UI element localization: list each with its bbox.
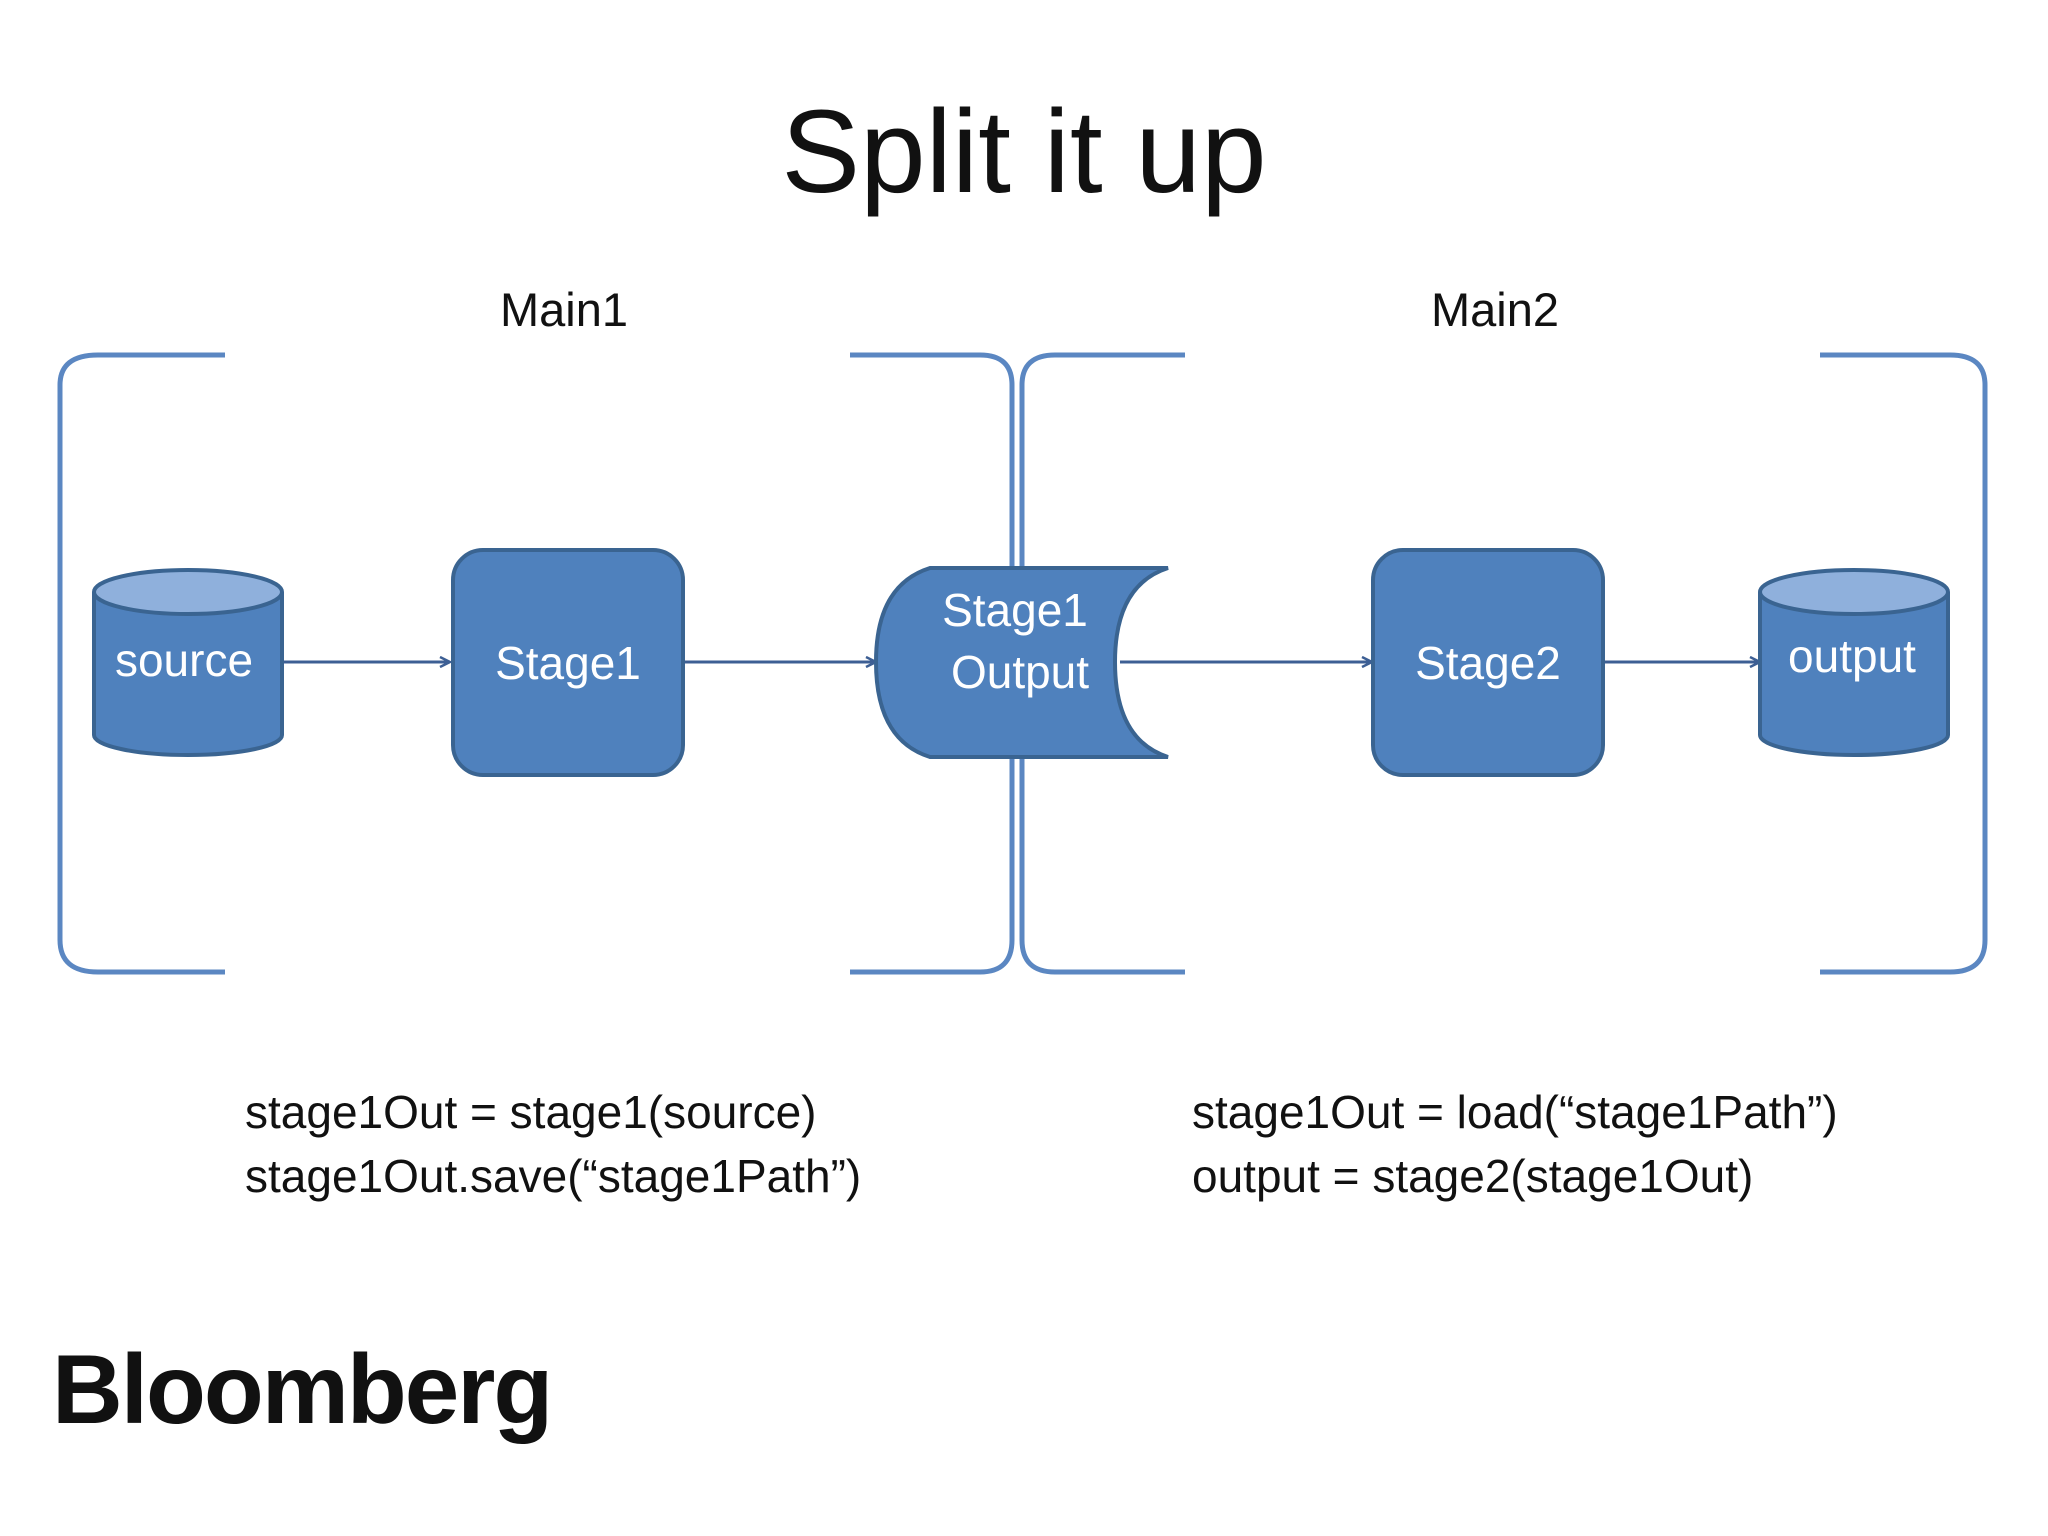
code-line: output = stage2(stage1Out) [1192, 1150, 1754, 1202]
stage2-box: Stage2 [1371, 548, 1605, 777]
group-label-main1: Main1 [499, 283, 628, 336]
stage1-output-label-line1: Stage1 [942, 584, 1088, 636]
output-cylinder: output [1758, 568, 1950, 757]
stage2-label: Stage2 [1415, 637, 1561, 689]
code-block-main2: stage1Out = load(“stage1Path”) output = s… [1192, 1080, 1838, 1208]
code-block-main1: stage1Out = stage1(source) stage1Out.save… [245, 1080, 861, 1208]
stage1-output-label-line2: Output [951, 646, 1089, 698]
code-line: stage1Out = load(“stage1Path”) [1192, 1086, 1838, 1138]
stage1-box: Stage1 [451, 548, 685, 777]
source-cylinder: source [92, 568, 284, 757]
code-line: stage1Out = stage1(source) [245, 1086, 817, 1138]
stage1-label: Stage1 [495, 637, 641, 689]
bloomberg-logo: Bloomberg [52, 1334, 553, 1444]
slide-title: Split it up [781, 86, 1267, 218]
output-label: output [1788, 630, 1916, 682]
stage1-output-storage: Stage1 Output [873, 566, 1169, 759]
source-label: source [115, 634, 253, 686]
group-label-main2: Main2 [1430, 283, 1559, 336]
code-line: stage1Out.save(“stage1Path”) [245, 1150, 862, 1202]
